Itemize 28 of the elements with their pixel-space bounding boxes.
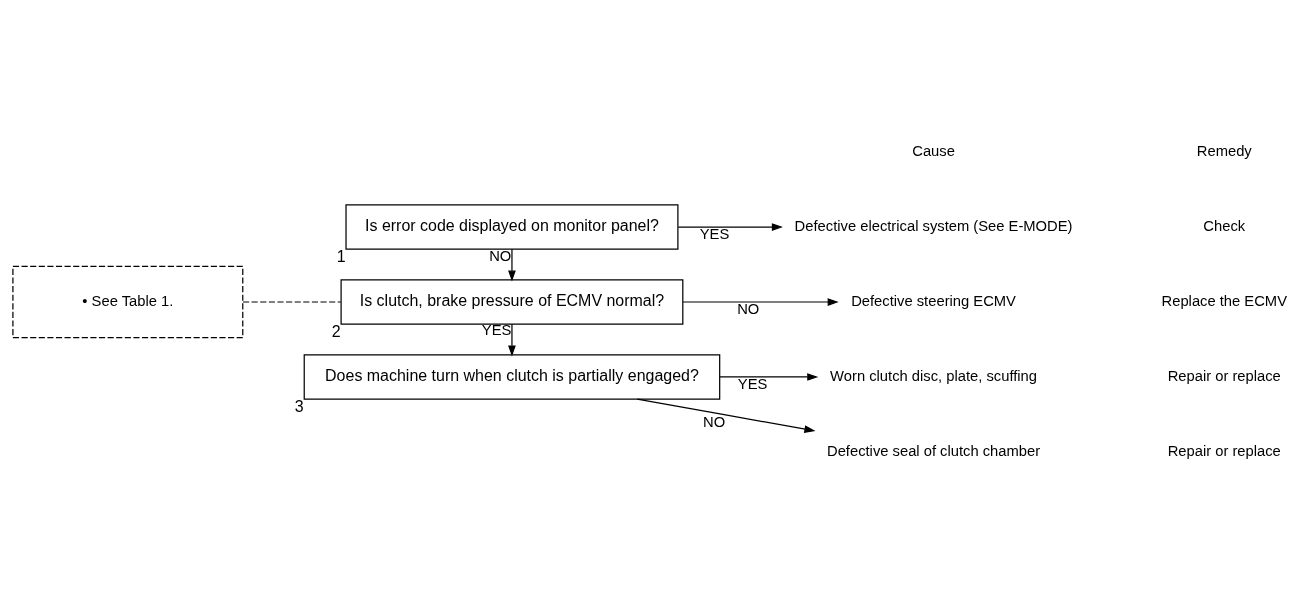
- label: Remedy: [1196, 142, 1252, 159]
- node-text: Defective seal of clutch chamber: [826, 442, 1041, 459]
- label: Replace the ECMV: [1161, 292, 1287, 309]
- node-label: 1: [336, 247, 346, 265]
- node-label: 3: [294, 397, 304, 415]
- edge-label: YES: [699, 225, 730, 242]
- connector: [242, 300, 342, 303]
- node-box: Does machine turn when clutch is partially engaged?: [303, 353, 721, 400]
- edge-label: NO: [737, 300, 760, 317]
- node-text: Worn clutch disc, plate, scuffing: [830, 367, 1037, 384]
- arrow: [677, 222, 783, 231]
- label: Cause: [912, 142, 955, 159]
- node-box: Is clutch, brake pressure of ECMV normal?: [340, 278, 684, 325]
- arrow: [682, 297, 839, 306]
- edge-label: NO: [703, 413, 726, 430]
- arrow: [636, 398, 816, 433]
- label: Check: [1203, 217, 1246, 234]
- label: Repair or replace: [1167, 442, 1281, 459]
- arrow: [508, 248, 516, 282]
- node-text: Defective electrical system (See E-MODE): [794, 217, 1073, 234]
- arrow: [508, 323, 516, 357]
- edge-label: YES: [737, 375, 768, 392]
- node-box: Is error code displayed on monitor panel?: [345, 203, 679, 250]
- node-label: 2: [331, 322, 341, 340]
- arrow: [719, 372, 819, 381]
- label: Repair or replace: [1167, 367, 1281, 384]
- node-text: Defective steering ECMV: [851, 292, 1016, 309]
- node-box: • See Table 1.: [12, 265, 244, 338]
